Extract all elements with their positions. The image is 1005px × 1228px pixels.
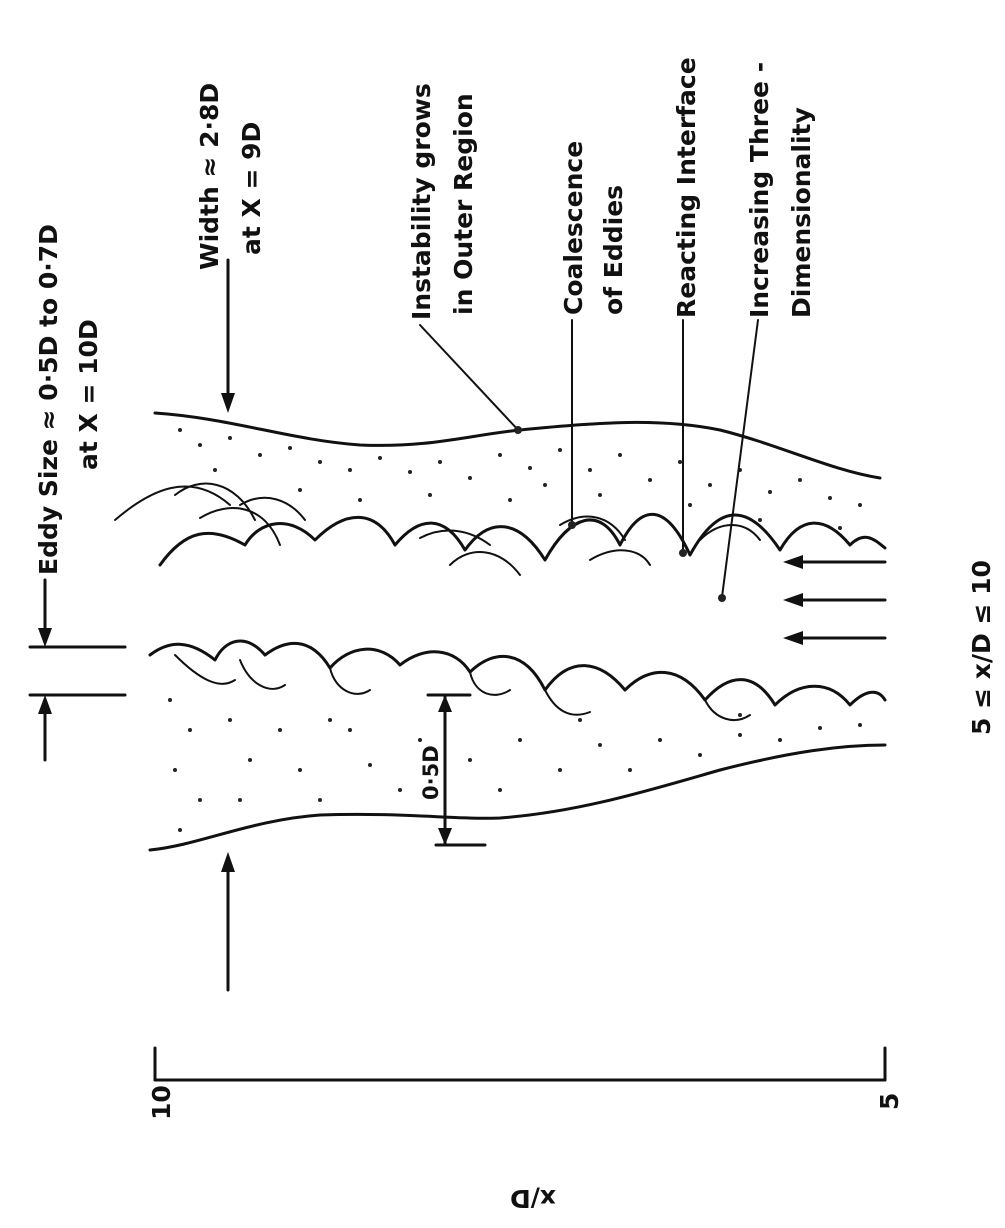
coalescence-text-2: of Eddies [599,185,628,315]
three-dim-leader [722,320,758,597]
upper-outer-boundary [155,413,880,478]
half-d-label: 0·5D [419,745,443,800]
eddy-size-text-1: Eddy Size ≈ 0·5D to 0·7D [34,224,63,575]
eddy-size-bracket [30,580,125,760]
instability-text-2: in Outer Region [449,93,478,315]
width-arrows [221,260,235,990]
three-dim-text-2: Dimensionality [787,107,816,318]
upper-speckles [178,428,862,530]
upper-eddy-arcs [115,484,760,575]
flow-arrows [783,555,885,645]
axis-label-xd: x/D [510,1184,556,1213]
instability-text-1: Instability grows [407,83,436,320]
upper-shear-layer [115,413,885,575]
coalescence-text-1: Coalescence [559,141,588,315]
reacting-interface-text: Reacting Interface [672,57,701,318]
three-dim-text-1: Increasing Three - [745,62,774,318]
instability-leader [420,325,520,432]
lower-outer-boundary [150,745,885,850]
annotations: Eddy Size ≈ 0·5D to 0·7D at X = 10D Widt… [34,57,996,735]
tick-label-5: 5 [875,1093,904,1110]
xd-scale: 10 5 x/D [147,1048,904,1213]
leader-lines [420,320,758,602]
lower-eddy-edge [150,641,885,705]
width-text-2: at X = 9D [237,122,266,255]
lower-shear-layer [150,641,885,850]
half-d-dimension: 0·5D [419,695,485,845]
upper-eddy-edge [160,514,885,565]
range-label: 5 ≤ x/D ≤ 10 [967,560,996,735]
lower-speckles [168,698,862,832]
eddy-size-text-2: at X = 10D [74,319,103,470]
tick-label-10: 10 [147,1085,176,1120]
width-text-1: Width ≈ 2·8D [195,83,224,270]
